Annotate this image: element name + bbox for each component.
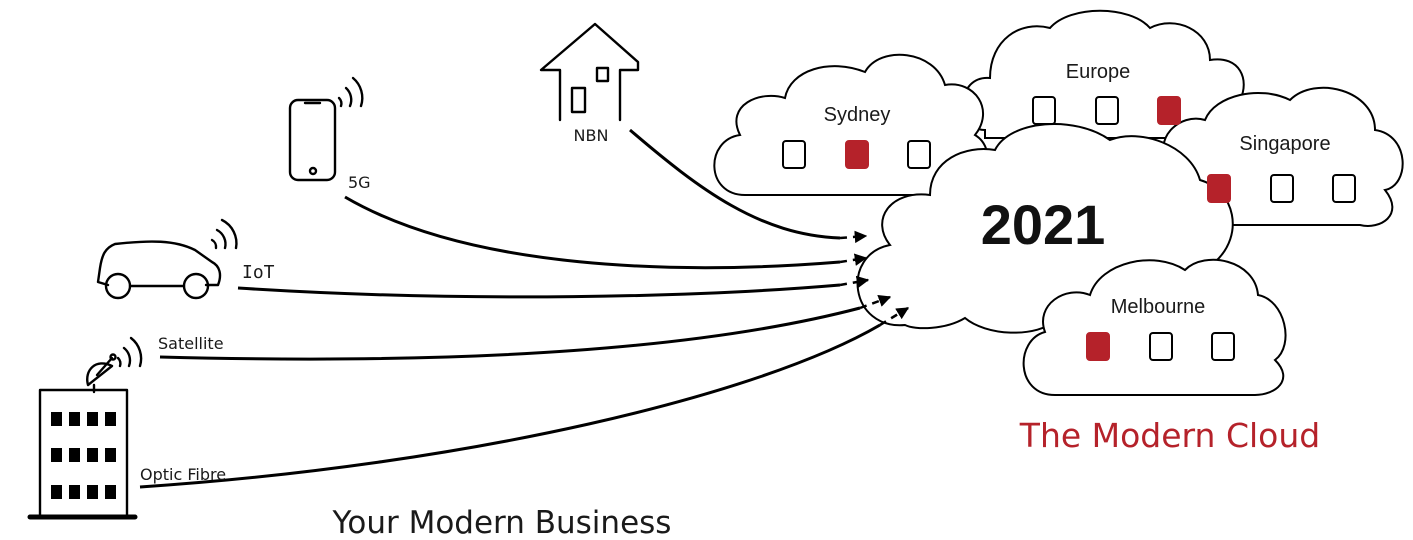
arrow-satellite	[859, 295, 892, 310]
arrow-nbn	[839, 230, 868, 244]
caption-modern-business: Your Modern Business	[332, 505, 672, 540]
server-square	[1086, 332, 1110, 361]
house-icon	[539, 22, 640, 122]
label-5g: 5G	[348, 173, 371, 192]
car-icon	[96, 218, 238, 300]
region-label-europe: Europe	[1066, 61, 1131, 83]
connection-satellite	[159, 306, 861, 361]
region-label-melbourne: Melbourne	[1111, 296, 1206, 318]
connection-iot	[237, 283, 841, 299]
servers-singapore	[1207, 174, 1356, 203]
satellite-dish-icon	[86, 336, 143, 394]
server-square	[1332, 174, 1356, 203]
label-nbn: NBN	[574, 126, 609, 145]
region-label-singapore: Singapore	[1239, 133, 1330, 155]
server-square	[1032, 96, 1056, 125]
label-satellite: Satellite	[158, 334, 224, 353]
arrow-5g	[839, 253, 868, 266]
connection-nbn	[629, 128, 841, 240]
servers-europe	[1032, 96, 1181, 125]
server-square	[1211, 332, 1235, 361]
label-iot: IoT	[242, 262, 275, 283]
label-optic-fibre: Optic Fibre	[140, 465, 226, 484]
arrow-optic-fibre	[879, 306, 910, 327]
servers-melbourne	[1086, 332, 1235, 361]
building-icon	[27, 388, 138, 520]
servers-sydney	[782, 140, 931, 169]
main-cloud-year: 2021	[981, 193, 1106, 256]
building-windows	[51, 412, 116, 499]
connection-5g	[344, 195, 841, 270]
server-square	[782, 140, 806, 169]
server-square	[1157, 96, 1181, 125]
server-square	[1095, 96, 1119, 125]
cloud-melbourne	[1022, 258, 1287, 396]
caption-modern-cloud: The Modern Cloud	[1019, 416, 1320, 455]
server-square	[845, 140, 869, 169]
server-square	[1149, 332, 1173, 361]
server-square	[1270, 174, 1294, 203]
server-square	[907, 140, 931, 169]
connection-optic-fibre	[139, 323, 881, 489]
server-square	[1207, 174, 1231, 203]
arrow-iot	[839, 275, 870, 289]
phone-icon	[288, 76, 364, 182]
region-label-sydney: Sydney	[824, 104, 891, 126]
